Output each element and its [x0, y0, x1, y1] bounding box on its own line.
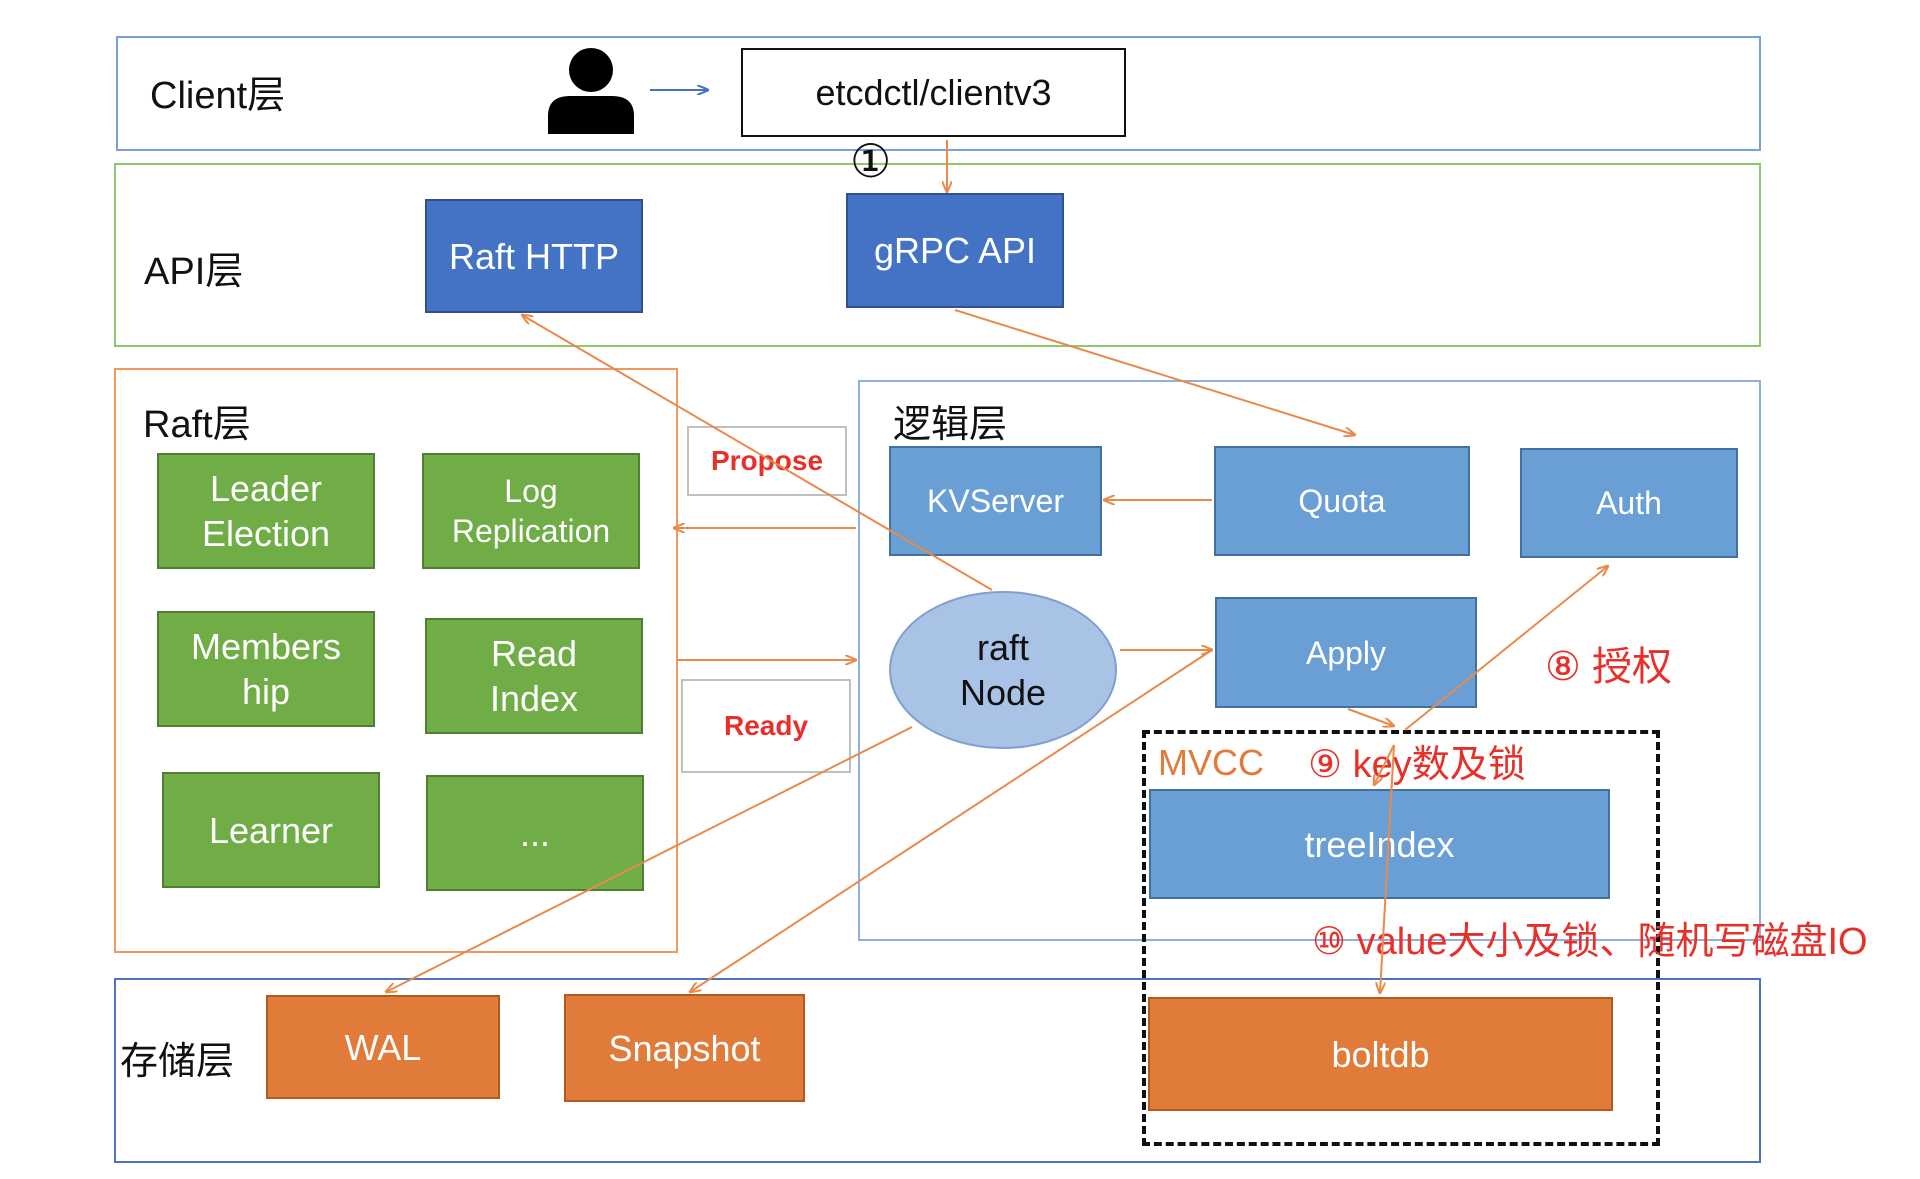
arrow-treeindex-to-boltdb: [1380, 744, 1395, 993]
treeindex-box: treeIndex: [1149, 789, 1610, 899]
snapshot-box: Snapshot: [564, 994, 805, 1102]
wal-box: WAL: [266, 995, 500, 1099]
api-layer: [114, 163, 1761, 347]
ready-label: Ready: [681, 679, 851, 773]
step-1-label: ①: [850, 135, 892, 187]
mvcc-region: [1142, 730, 1660, 1146]
logic-layer: [858, 380, 1761, 941]
step-8-auth-label: ⑧ 授权: [1545, 645, 1672, 689]
arrow-apply-to-auth: [1404, 566, 1608, 731]
logic-layer-title: 逻辑层: [893, 404, 1008, 446]
arrow-mvcc-to-treeindex: [1374, 744, 1395, 785]
client-layer-title: Client层: [150, 75, 286, 117]
raft-node-ellipse: raft Node: [889, 591, 1117, 749]
arrow-raftnode-to-rafthttp: [522, 315, 993, 591]
arrow-apply-to-mvcc: [1347, 708, 1394, 726]
boltdb-box: boltdb: [1148, 997, 1613, 1111]
user-icon: [548, 48, 634, 134]
read-index-box: Read Index: [425, 618, 643, 734]
learner-box: Learner: [162, 772, 380, 888]
quota-box: Quota: [1214, 446, 1470, 556]
raft-layer: [114, 368, 678, 953]
step-9-key-label: ⑨ key数及锁: [1308, 744, 1526, 786]
arrow-apply-to-snapshot: [690, 649, 1213, 992]
propose-label: Propose: [687, 426, 847, 496]
more-box: ...: [426, 775, 644, 891]
apply-box: Apply: [1215, 597, 1477, 708]
log-replication-box: Log Replication: [422, 453, 640, 569]
raft-layer-title: Raft层: [143, 404, 251, 446]
step-10-value-label: ⑩ value大小及锁、随机写磁盘IO: [1312, 921, 1868, 963]
mvcc-title: MVCC: [1158, 742, 1264, 783]
etcdctl-clientv3-box: etcdctl/clientv3: [741, 48, 1126, 137]
raft-http-box: Raft HTTP: [425, 199, 643, 313]
storage-layer: [114, 978, 1761, 1163]
arrow-grpc-to-quota: [954, 309, 1355, 435]
grpc-api-box: gRPC API: [846, 193, 1064, 308]
membership-box: Members hip: [157, 611, 375, 727]
client-layer: [116, 36, 1761, 151]
kvserver-box: KVServer: [889, 446, 1102, 556]
auth-box: Auth: [1520, 448, 1738, 558]
arrow-raftnode-to-wal: [386, 726, 913, 992]
api-layer-title: API层: [144, 251, 244, 293]
storage-layer-title: 存储层: [120, 1041, 235, 1083]
leader-election-box: Leader Election: [157, 453, 375, 569]
